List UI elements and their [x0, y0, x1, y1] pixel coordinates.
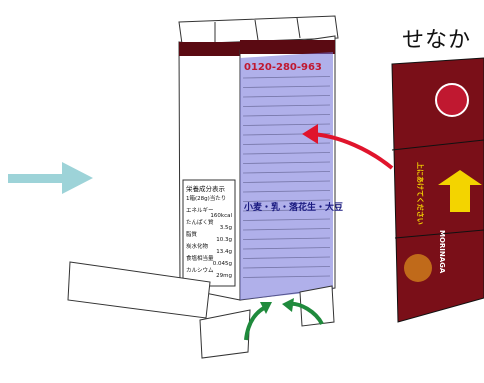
yellow-up-arrow-icon	[438, 170, 482, 212]
nutrition-value-5: 29mg	[216, 273, 232, 279]
nutrition-value-3: 13.4g	[216, 249, 232, 255]
nutrition-label-3: 炭水化物	[186, 242, 209, 250]
nutrition-value-4: 0.045g	[213, 261, 232, 267]
text-line	[242, 104, 331, 107]
nutrition-value-2: 10.3g	[216, 237, 232, 243]
nutrition-value-1: 3.5g	[220, 225, 232, 231]
box-side-panel	[239, 35, 336, 301]
brand-text: MORINAGA	[438, 230, 446, 274]
text-line	[242, 237, 331, 240]
nutrition-label-2: 脂質	[186, 230, 198, 238]
red-curved-arrow-icon	[302, 124, 394, 170]
nutrition-label-4: 食塩相当量	[186, 254, 214, 262]
phone-number: 0120-280-963	[244, 62, 322, 73]
text-line	[242, 95, 331, 98]
nutrition-value-0: 160kcal	[210, 213, 232, 219]
text-line	[242, 152, 331, 155]
text-line	[242, 228, 331, 231]
text-line	[242, 76, 331, 79]
text-line	[242, 142, 331, 145]
text-line	[242, 190, 331, 193]
nutrition-heading: 栄養成分表示	[186, 184, 226, 193]
text-line	[242, 266, 331, 269]
nutrition-label-5: カルシウム	[186, 266, 214, 274]
box-bottom-flaps	[67, 261, 335, 359]
text-line	[242, 180, 331, 183]
text-line	[242, 256, 331, 259]
text-line	[242, 85, 331, 88]
green-curved-arrow-icon	[244, 298, 324, 341]
open-instruction: 上にあけてください	[416, 162, 425, 225]
text-line	[242, 123, 331, 126]
nutrition-label-1: たんぱく質	[186, 218, 214, 226]
box-top-flaps	[178, 15, 339, 45]
text-line	[242, 218, 331, 221]
text-line	[242, 247, 331, 250]
text-line	[242, 275, 331, 278]
nutrition-label-0: エネルギー	[186, 207, 214, 214]
heart-badge-icon	[435, 83, 469, 117]
nutrition-serving: 1箱(28g)当たり	[186, 194, 226, 202]
text-line	[242, 114, 331, 117]
caption: せなか	[402, 28, 472, 53]
text-line	[242, 199, 331, 202]
back-panel	[391, 57, 484, 323]
text-line	[242, 161, 331, 164]
text-line	[242, 209, 331, 212]
blue-right-arrow-icon	[8, 162, 93, 194]
allergen-text: 小麦・乳・落花生・大豆	[243, 201, 343, 213]
text-line	[242, 171, 331, 174]
character-icon	[404, 254, 432, 282]
